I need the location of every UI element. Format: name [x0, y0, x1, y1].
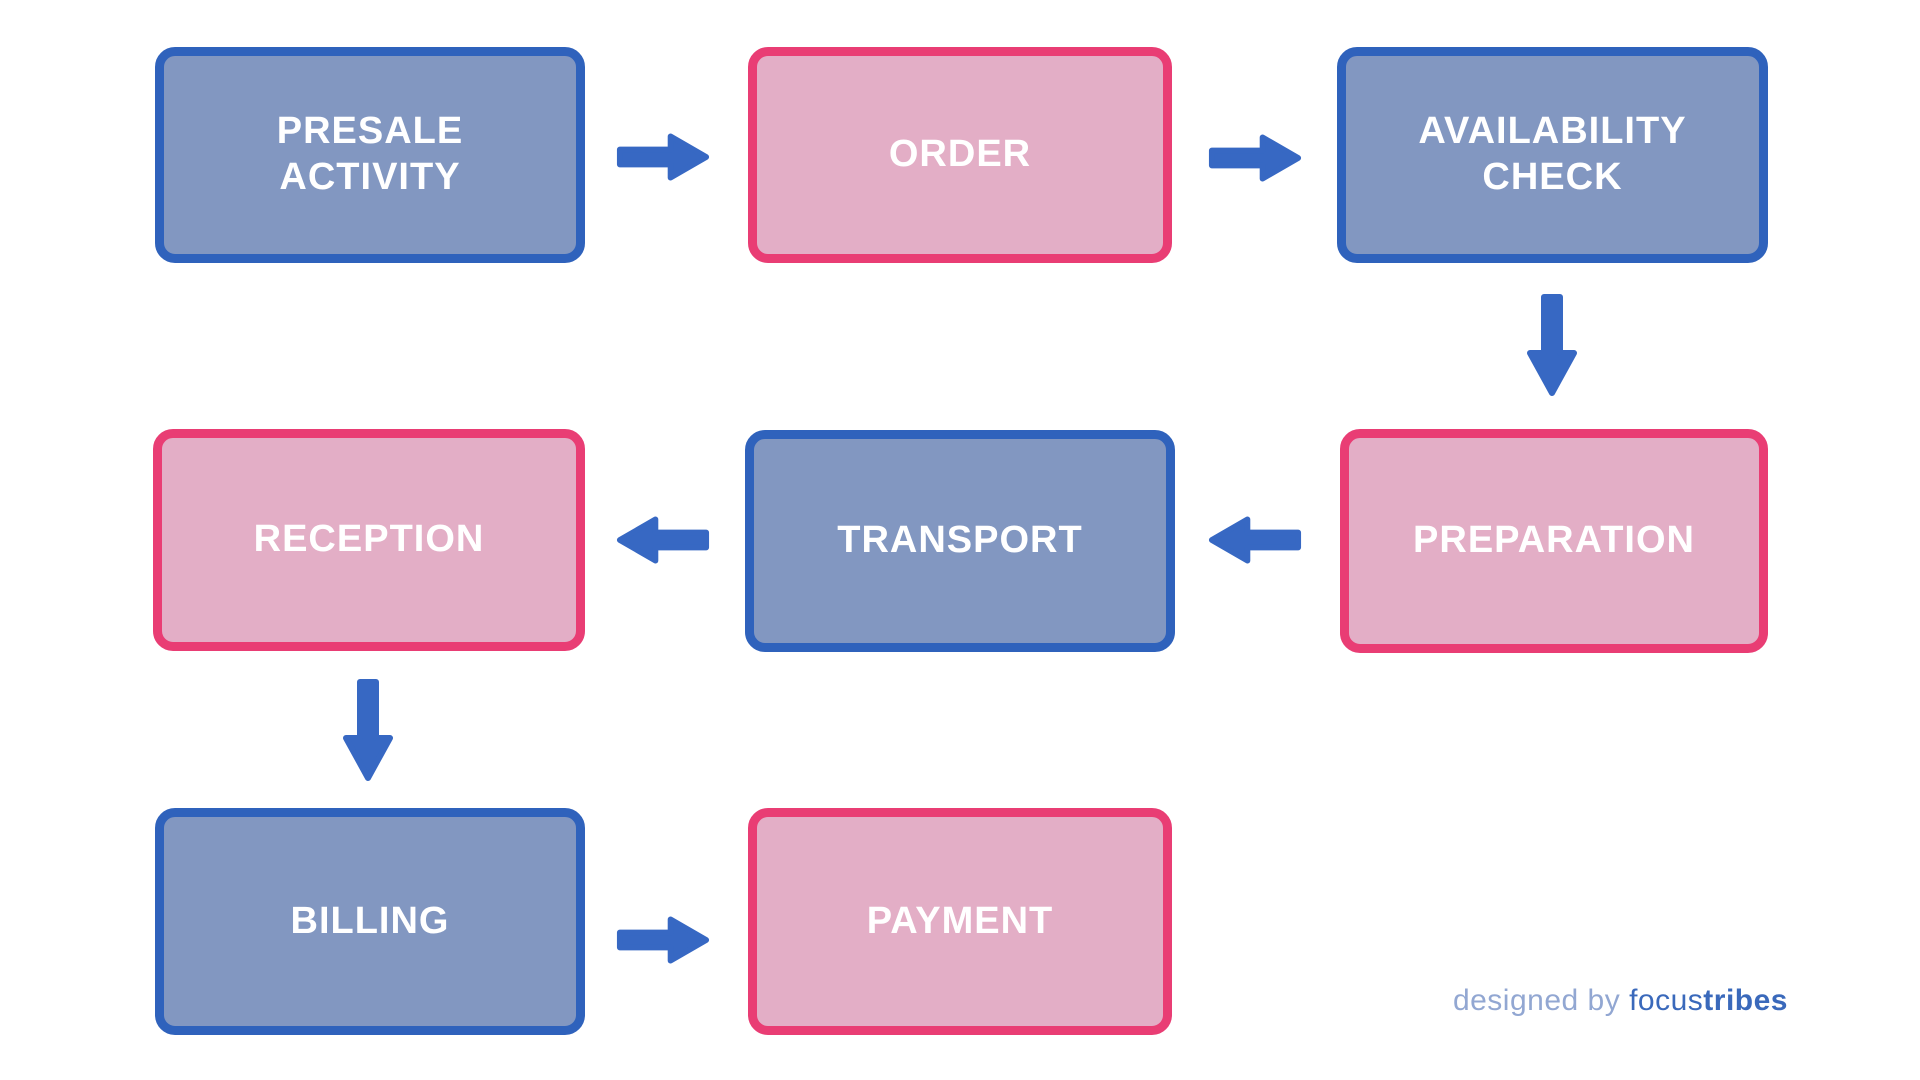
arrow-right-icon [616, 909, 710, 971]
node-order-label: ORDER [888, 133, 1032, 176]
arrow-right-icon [1208, 127, 1302, 189]
arrow-left-icon [1208, 509, 1302, 571]
node-reception: RECEPTION [153, 429, 585, 651]
node-availability-check: AVAILABILITY CHECK [1337, 47, 1768, 263]
credit-brand-bold: tribes [1703, 984, 1788, 1017]
credit: designed by focustribes [1453, 984, 1788, 1018]
arrow-down-icon [1521, 293, 1583, 397]
credit-prefix: designed by [1452, 984, 1630, 1017]
node-preparation-label: PREPARATION [1413, 519, 1695, 562]
node-transport: TRANSPORT [745, 430, 1175, 652]
arrow-down-icon [337, 678, 399, 782]
arrow-left-icon [616, 509, 710, 571]
node-transport-label: TRANSPORT [837, 519, 1083, 562]
node-billing: BILLING [155, 808, 585, 1035]
arrow-right-icon [616, 126, 710, 188]
node-reception-label: RECEPTION [253, 518, 485, 561]
node-preparation: PREPARATION [1340, 429, 1768, 653]
node-presale-activity: PRESALE ACTIVITY [155, 47, 585, 263]
node-order: ORDER [748, 47, 1172, 263]
credit-brand-regular: focus [1629, 984, 1704, 1017]
node-payment-label: PAYMENT [866, 899, 1054, 942]
node-billing-label: BILLING [290, 899, 450, 942]
node-availability-check-label: AVAILABILITY CHECK [1418, 110, 1687, 198]
node-payment: PAYMENT [748, 808, 1172, 1035]
node-presale-activity-label: PRESALE ACTIVITY [276, 110, 464, 198]
